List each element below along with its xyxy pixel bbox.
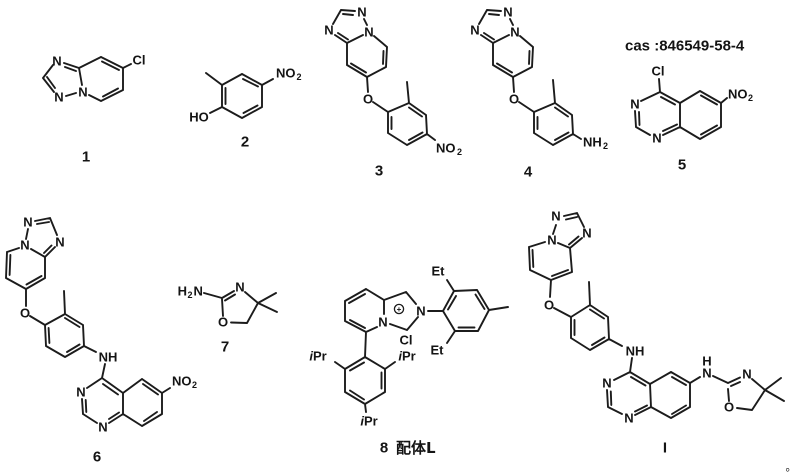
atom-label-n: N bbox=[652, 131, 661, 146]
bond-lines bbox=[478, 9, 582, 146]
molecule-3-aryloxy-nitro: N N N O NO 2 3 bbox=[324, 5, 462, 180]
compound-number-6: 6 bbox=[93, 449, 101, 466]
atom-label-cl-counterion: Cl bbox=[400, 333, 413, 348]
atom-label-no2: NO bbox=[728, 87, 748, 102]
atom-label-n: N bbox=[364, 25, 373, 40]
atom-label-n: N bbox=[20, 238, 29, 253]
plus-charge-icon: + bbox=[397, 305, 402, 314]
atom-label-ho: HO bbox=[189, 110, 209, 125]
atom-label-nh2-subscript: 2 bbox=[603, 141, 608, 151]
atom-label-n: N bbox=[76, 385, 85, 400]
atom-label-o: O bbox=[363, 92, 373, 107]
atom-label-cl: Cl bbox=[652, 64, 665, 79]
atom-label-n: N bbox=[52, 54, 61, 69]
atom-label-ipr-i: i bbox=[398, 349, 402, 364]
atom-label-n: N bbox=[357, 5, 366, 20]
atom-label-n: N bbox=[235, 280, 244, 295]
cjk-period-mark: 。 bbox=[786, 461, 797, 474]
compound-number-5: 5 bbox=[678, 157, 686, 174]
atom-label-et: Et bbox=[431, 343, 445, 358]
molecule-2-methyl-nitrophenol: HO NO 2 2 bbox=[189, 66, 301, 151]
molecule-1-chloro-triazolopyridine: N N N Cl 1 bbox=[42, 53, 146, 166]
atom-label-nh: NH bbox=[626, 344, 645, 359]
ligand-name-label: 配体L bbox=[396, 439, 436, 457]
atom-label-cl: Cl bbox=[133, 53, 146, 68]
compound-number-1: 1 bbox=[82, 149, 90, 166]
atom-label-no2: NO bbox=[436, 141, 456, 156]
atom-label-n: N bbox=[416, 304, 425, 319]
molecule-7-amino-oxazoline: H 2 N N O 7 bbox=[178, 280, 278, 356]
atom-label-no2-subscript: 2 bbox=[748, 93, 753, 103]
atom-label-ipr-i: i bbox=[360, 414, 364, 429]
atom-label-n: N bbox=[78, 85, 87, 100]
atom-label-n: N bbox=[742, 367, 751, 382]
atom-label-ipr-pr: Pr bbox=[313, 349, 327, 364]
atom-label-n: N bbox=[702, 366, 711, 381]
atom-label-n: N bbox=[547, 233, 556, 248]
atom-label-ipr-pr: Pr bbox=[364, 414, 378, 429]
atom-label-n: N bbox=[378, 315, 387, 330]
atom-label-n: N bbox=[602, 376, 611, 391]
atom-label-n: N bbox=[470, 23, 479, 38]
bond-lines bbox=[203, 290, 278, 324]
atom-label-o: O bbox=[509, 92, 519, 107]
atom-label-n: N bbox=[510, 25, 519, 40]
atom-label-n: N bbox=[54, 90, 63, 105]
atom-label-nh2: NH bbox=[583, 135, 602, 150]
atom-label-no2-subscript: 2 bbox=[297, 72, 302, 82]
compound-number-7: 7 bbox=[221, 339, 229, 356]
atom-label-h: H bbox=[702, 354, 711, 369]
atom-label-n: N bbox=[324, 23, 333, 38]
molecule-I-final-product: N N N O NH N N H N N O I bbox=[528, 209, 785, 457]
atom-label-n: N bbox=[503, 5, 512, 20]
bond-lines bbox=[334, 279, 509, 413]
atom-label-n: N bbox=[55, 235, 64, 250]
bond-lines bbox=[205, 72, 274, 119]
atom-label-no2-subscript: 2 bbox=[192, 380, 197, 390]
molecule-8-ligand-L: + N N Cl Et Et i Pr i Pr i Pr 8 配体L bbox=[309, 264, 509, 457]
compound-number-3: 3 bbox=[375, 163, 383, 180]
cas-number-note: cas :846549-58-4 bbox=[625, 38, 745, 55]
atom-label-no2: NO bbox=[172, 374, 192, 389]
atom-label-h2n-n: N bbox=[194, 284, 203, 299]
atom-label-h2n-subscript: 2 bbox=[188, 290, 193, 300]
atom-label-o: O bbox=[20, 306, 30, 321]
atom-label-no2: NO bbox=[276, 66, 296, 81]
atom-label-o: O bbox=[724, 400, 734, 415]
compound-number-2: 2 bbox=[241, 134, 249, 151]
atom-label-no2-subscript: 2 bbox=[457, 147, 462, 157]
molecule-4-aryloxy-aniline: N N N O NH 2 4 bbox=[470, 5, 608, 181]
compound-number-8: 8 bbox=[380, 440, 388, 457]
bond-lines bbox=[42, 56, 132, 102]
atom-label-n: N bbox=[98, 420, 107, 435]
bond-lines bbox=[528, 212, 785, 419]
bond-lines bbox=[634, 78, 728, 140]
atom-label-n: N bbox=[551, 209, 560, 224]
atom-label-h2n-h: H bbox=[178, 284, 187, 299]
atom-label-ipr-i: i bbox=[309, 349, 313, 364]
atom-label-n: N bbox=[23, 215, 32, 230]
atom-label-ipr-pr: Pr bbox=[402, 349, 416, 364]
compound-number-I: I bbox=[663, 440, 667, 457]
atom-label-o: O bbox=[544, 298, 554, 313]
molecule-6-nitro-quinazoline-adduct: N N N O NH N N NO 2 6 bbox=[5, 215, 197, 466]
atom-label-n: N bbox=[630, 97, 639, 112]
bond-lines bbox=[332, 9, 436, 146]
molecule-5-chloro-nitroquinazoline: cas :846549-58-4 Cl N N NO 2 5 bbox=[625, 38, 753, 174]
atom-label-n: N bbox=[624, 411, 633, 426]
atom-label-o: O bbox=[218, 315, 228, 330]
compound-number-4: 4 bbox=[524, 164, 533, 181]
bond-lines bbox=[5, 217, 171, 427]
atom-label-et: Et bbox=[432, 264, 446, 279]
atom-label-n: N bbox=[582, 226, 591, 241]
plus-charge-circle-icon bbox=[393, 303, 405, 315]
atom-label-nh: NH bbox=[99, 350, 118, 365]
